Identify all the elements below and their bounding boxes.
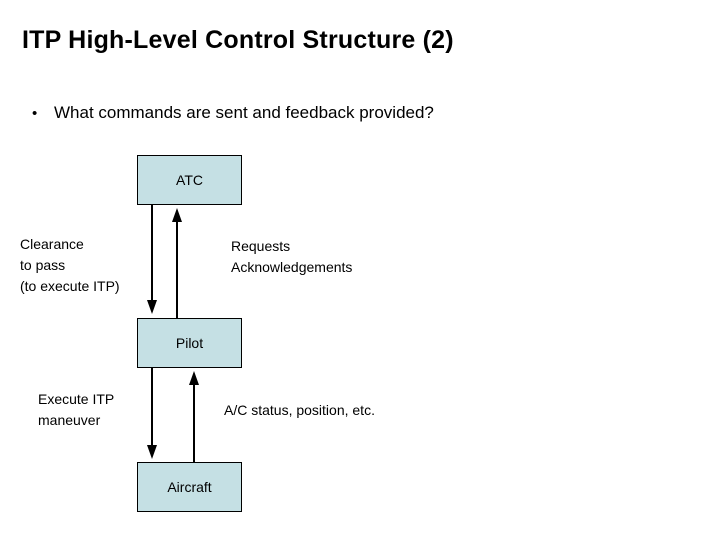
edge-label-clearance-line3: (to execute ITP) <box>20 278 120 294</box>
edge-label-requests: Requests Acknowledgements <box>231 236 352 278</box>
edge-label-ac-status-line1: A/C status, position, etc. <box>224 402 375 418</box>
edge-label-requests-line2: Acknowledgements <box>231 259 353 275</box>
bullet-line: • What commands are sent and feedback pro… <box>32 103 434 123</box>
node-pilot: Pilot <box>137 318 242 368</box>
node-atc: ATC <box>137 155 242 205</box>
edge-label-clearance: Clearance to pass (to execute ITP) <box>20 234 120 297</box>
node-aircraft: Aircraft <box>137 462 242 512</box>
node-atc-label: ATC <box>176 172 203 188</box>
edge-label-execute-line1: Execute ITP <box>38 391 115 407</box>
edge-label-execute-line2: maneuver <box>38 412 101 428</box>
bullet-marker: • <box>32 105 38 122</box>
page-title: ITP High-Level Control Structure (2) <box>22 26 454 54</box>
edge-label-clearance-line2: to pass <box>20 257 66 273</box>
edge-label-ac-status: A/C status, position, etc. <box>224 400 375 421</box>
node-pilot-label: Pilot <box>175 335 204 351</box>
edge-label-requests-line1: Requests <box>231 238 291 254</box>
edge-label-execute: Execute ITP maneuver <box>38 389 114 431</box>
bullet-text: What commands are sent and feedback prov… <box>54 103 434 122</box>
node-aircraft-label: Aircraft <box>167 479 212 495</box>
edge-label-clearance-line1: Clearance <box>20 236 84 252</box>
